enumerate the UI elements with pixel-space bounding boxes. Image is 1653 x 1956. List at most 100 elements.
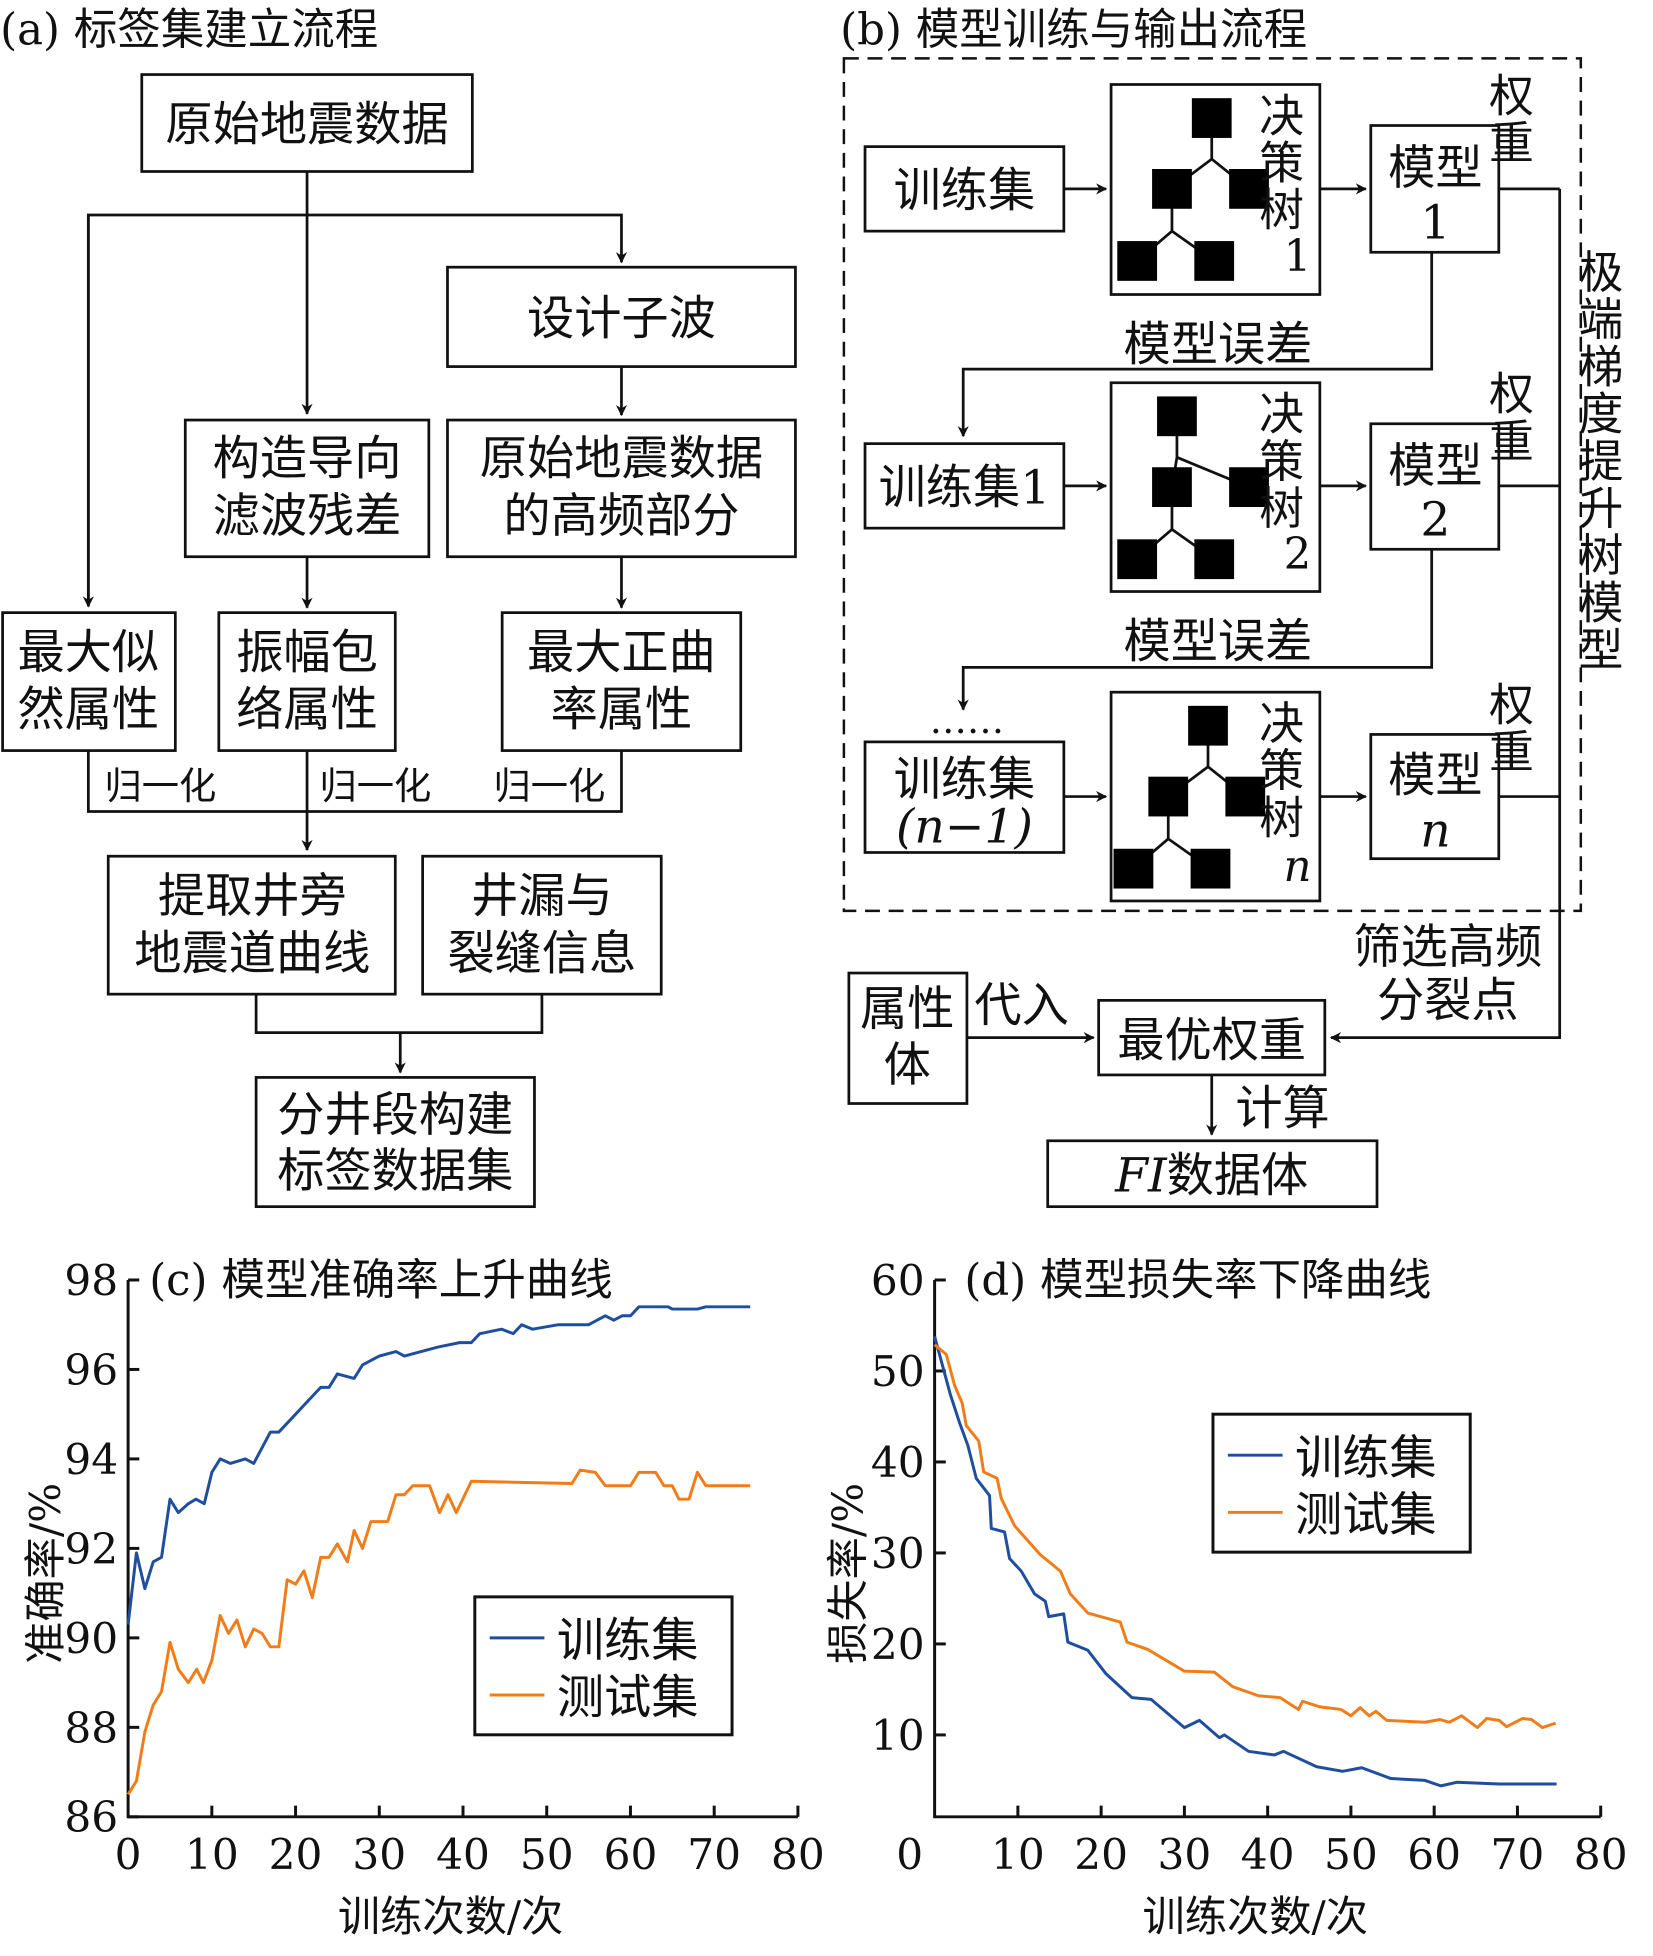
- y-tick-label: 86: [64, 1793, 118, 1842]
- box-label-set-line2: 标签数据集: [277, 1144, 513, 1199]
- tree-node-icon: [1152, 467, 1192, 508]
- box-highfreq: 原始地震数据 的高频部分: [446, 418, 797, 559]
- box-highfreq-line1: 原始地震数据: [480, 432, 763, 487]
- arrow-model-error-2: [957, 549, 1434, 711]
- y-tick-label: 96: [64, 1345, 118, 1394]
- fi-suffix: 数据体: [1167, 1149, 1309, 1204]
- x-tick-label: 20: [269, 1830, 323, 1879]
- box-residual-line2: 滤波残差: [213, 489, 402, 544]
- chart-title: (c) 模型准确率上升曲线: [149, 1256, 612, 1306]
- x-tick-label: 40: [1241, 1830, 1295, 1879]
- weight-label-n: 权重: [1481, 681, 1534, 775]
- model-box-n: 模型 n: [1369, 733, 1501, 861]
- y-tick-label: 50: [871, 1347, 925, 1396]
- box-envelope: 振幅包 络属性: [217, 611, 397, 752]
- xgboost-dashed-frame: [842, 57, 1583, 913]
- legend-label: 测试集: [557, 1671, 699, 1726]
- arrow-model-error-1: [957, 252, 1434, 438]
- x-tick-label: 80: [771, 1830, 825, 1879]
- x-tick-label: 20: [1074, 1830, 1128, 1879]
- box-raw-seismic-text: 原始地震数据: [165, 97, 448, 152]
- panel-b-title: (b) 模型训练与输出流程: [840, 6, 1307, 56]
- legend-label: 测试集: [1295, 1488, 1437, 1543]
- merge-line-normalize: [86, 750, 623, 813]
- normalize-label-1: 归一化: [104, 764, 216, 808]
- weight-label-2: 权重: [1481, 370, 1534, 464]
- box-curvature: 最大正曲 率属性: [500, 611, 743, 752]
- panel-a-label-set-flow: (a) 标签集建立流程 原始地震数据 设计子波 构造导向 滤波残差 原始地震数据…: [0, 6, 797, 1209]
- x-tick-label: 60: [604, 1830, 658, 1879]
- box-label-set: 分井段构建 标签数据集: [254, 1076, 536, 1209]
- tree-node-icon: [1117, 539, 1158, 580]
- normalize-label-2: 归一化: [319, 764, 431, 808]
- y-tick-label: 40: [871, 1438, 925, 1487]
- box-well-trace: 提取井旁 地震道曲线: [106, 854, 397, 996]
- box-likelihood: 最大似 然属性: [1, 611, 177, 752]
- model-box-2: 模型 2: [1369, 422, 1501, 551]
- x-tick-label: 70: [1491, 1830, 1545, 1879]
- x-tick-label: 30: [1158, 1830, 1212, 1879]
- x-tick-label: 10: [185, 1830, 239, 1879]
- train-set-box-2: 训练集1: [863, 442, 1066, 530]
- y-tick-label: 92: [64, 1524, 118, 1573]
- model-error-label-2: 模型误差: [1124, 614, 1313, 669]
- y-axis-label: 损失率/%: [824, 1483, 873, 1664]
- model-error-label-1: 模型误差: [1124, 317, 1313, 372]
- attr-vol-line2: 体: [884, 1038, 931, 1093]
- y-tick-label: 60: [871, 1256, 925, 1305]
- series-line-train: [933, 1336, 1557, 1788]
- chart-title: (d) 模型损失率下降曲线: [964, 1256, 1431, 1306]
- box-label-set-line1: 分井段构建: [277, 1088, 513, 1143]
- box-loss-info: 井漏与 裂缝信息: [421, 854, 663, 996]
- panel-b-training-flow: (b) 模型训练与输出流程 极端梯度提升树模型 训练集 决策树 1 模型 1 权…: [840, 6, 1623, 1209]
- tree-node-icon: [1152, 169, 1192, 209]
- box-fi-volume: FI数据体: [1046, 1139, 1379, 1209]
- model-number: 2: [1420, 493, 1450, 548]
- tree-node-icon: [1190, 848, 1231, 889]
- box-likelihood-line2: 然属性: [18, 683, 160, 738]
- best-weight-text: 最优权重: [1117, 1013, 1306, 1068]
- box-loss-info-line2: 裂缝信息: [447, 926, 636, 981]
- tree-number: 2: [1284, 530, 1312, 580]
- y-tick-label: 10: [871, 1711, 925, 1760]
- box-well-trace-line1: 提取井旁: [158, 869, 347, 924]
- tree-number: 1: [1284, 232, 1312, 282]
- y-tick-label: 94: [64, 1435, 118, 1484]
- y-tick-label: 30: [871, 1529, 925, 1578]
- box-wavelet: 设计子波: [446, 265, 797, 368]
- tree-label: 决策树: [1251, 390, 1304, 532]
- box-highfreq-line2: 的高频部分: [503, 489, 739, 544]
- train-set-1-text: 训练集: [894, 163, 1036, 218]
- model-label: 模型: [1388, 749, 1482, 804]
- train-set-box-n: 训练集 (n−1): [863, 740, 1066, 855]
- filter-label-line1: 筛选高频: [1353, 920, 1542, 975]
- y-tick-label: 98: [64, 1256, 118, 1305]
- x-axis-label: 训练次数/次: [1142, 1892, 1367, 1941]
- x-axis-label: 训练次数/次: [338, 1892, 563, 1941]
- box-raw-seismic: 原始地震数据: [140, 73, 474, 173]
- legend-label: 训练集: [557, 1614, 699, 1669]
- axes: [126, 1279, 798, 1819]
- box-envelope-line2: 络属性: [236, 683, 378, 738]
- attr-vol-line1: 属性: [860, 982, 954, 1037]
- axes: [933, 1279, 1601, 1819]
- legend-label: 训练集: [1295, 1431, 1437, 1486]
- decision-tree-box-n: 决策树 n: [1109, 690, 1322, 903]
- model-box-1: 模型 1: [1369, 124, 1501, 254]
- tree-node-icon: [1191, 98, 1232, 138]
- tree-node-icon: [1194, 539, 1235, 580]
- tree-number: n: [1283, 842, 1311, 892]
- tree-node-icon: [1188, 705, 1228, 746]
- x-tick-label: 10: [991, 1830, 1045, 1879]
- tree-node-icon: [1113, 848, 1154, 889]
- x-tick-label: 40: [436, 1830, 490, 1879]
- train-set-box-1: 训练集: [863, 145, 1066, 233]
- compute-label: 计算: [1235, 1082, 1329, 1137]
- legend-box: [473, 1595, 734, 1737]
- box-residual-line1: 构造导向: [213, 432, 402, 487]
- decision-tree-box-1: 决策树 1: [1109, 83, 1322, 296]
- filter-label-line2: 分裂点: [1377, 974, 1519, 1029]
- merge-line-label: [254, 994, 544, 1035]
